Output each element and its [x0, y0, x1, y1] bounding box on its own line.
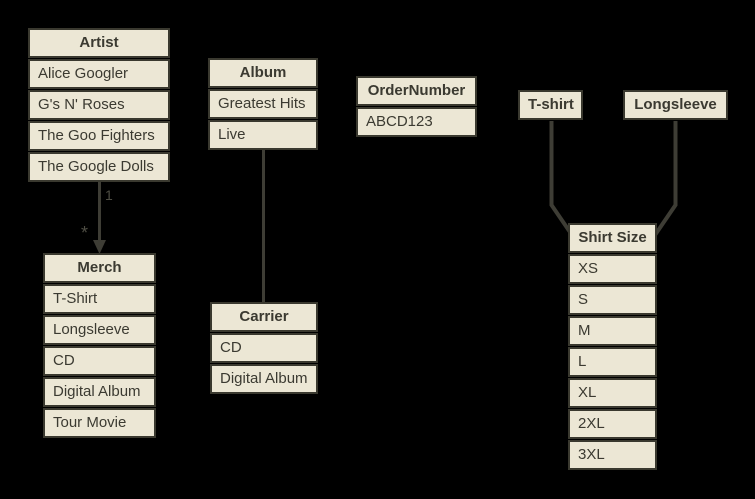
table-row: 3XL — [568, 440, 657, 470]
table-row: 2XL — [568, 409, 657, 439]
entity-table-tshirt: T-shirt — [518, 90, 583, 120]
table-row: CD — [210, 333, 318, 363]
entity-table-longsleeve: Longsleeve — [623, 90, 728, 120]
table-row: XS — [568, 254, 657, 284]
table-row: CD — [43, 346, 156, 376]
table-row: T-Shirt — [43, 284, 156, 314]
table-row: Alice Googler — [28, 59, 170, 89]
entity-table-header: Album — [208, 58, 318, 88]
table-row: The Google Dolls — [28, 152, 170, 182]
table-row: Tour Movie — [43, 408, 156, 438]
table-row: Digital Album — [43, 377, 156, 407]
table-row: Greatest Hits — [208, 89, 318, 119]
table-row: XL — [568, 378, 657, 408]
entity-table-header: OrderNumber — [356, 76, 477, 106]
entity-table-header: Longsleeve — [623, 90, 728, 120]
artist-merch-arrowhead-icon — [93, 240, 106, 254]
table-row: The Goo Fighters — [28, 121, 170, 151]
entity-table-header: Merch — [43, 253, 156, 283]
entity-table-header: Artist — [28, 28, 170, 58]
longsleeve-shirtsize-connector — [653, 121, 678, 237]
entity-table-header: Shirt Size — [568, 223, 657, 253]
tshirt-shirtsize-connector — [549, 121, 574, 237]
entity-table-header: Carrier — [210, 302, 318, 332]
cardinality-target-label: * — [81, 223, 89, 243]
table-row: Longsleeve — [43, 315, 156, 345]
table-row: ABCD123 — [356, 107, 477, 137]
entity-table-ordernumber: OrderNumber ABCD123 — [356, 76, 477, 137]
table-row: S — [568, 285, 657, 315]
table-row: G's N' Roses — [28, 90, 170, 120]
table-row: Digital Album — [210, 364, 318, 394]
table-row: L — [568, 347, 657, 377]
table-row: Live — [208, 120, 318, 150]
entity-table-header: T-shirt — [518, 90, 583, 120]
table-row: M — [568, 316, 657, 346]
cardinality-source-label: 1 — [105, 187, 113, 203]
